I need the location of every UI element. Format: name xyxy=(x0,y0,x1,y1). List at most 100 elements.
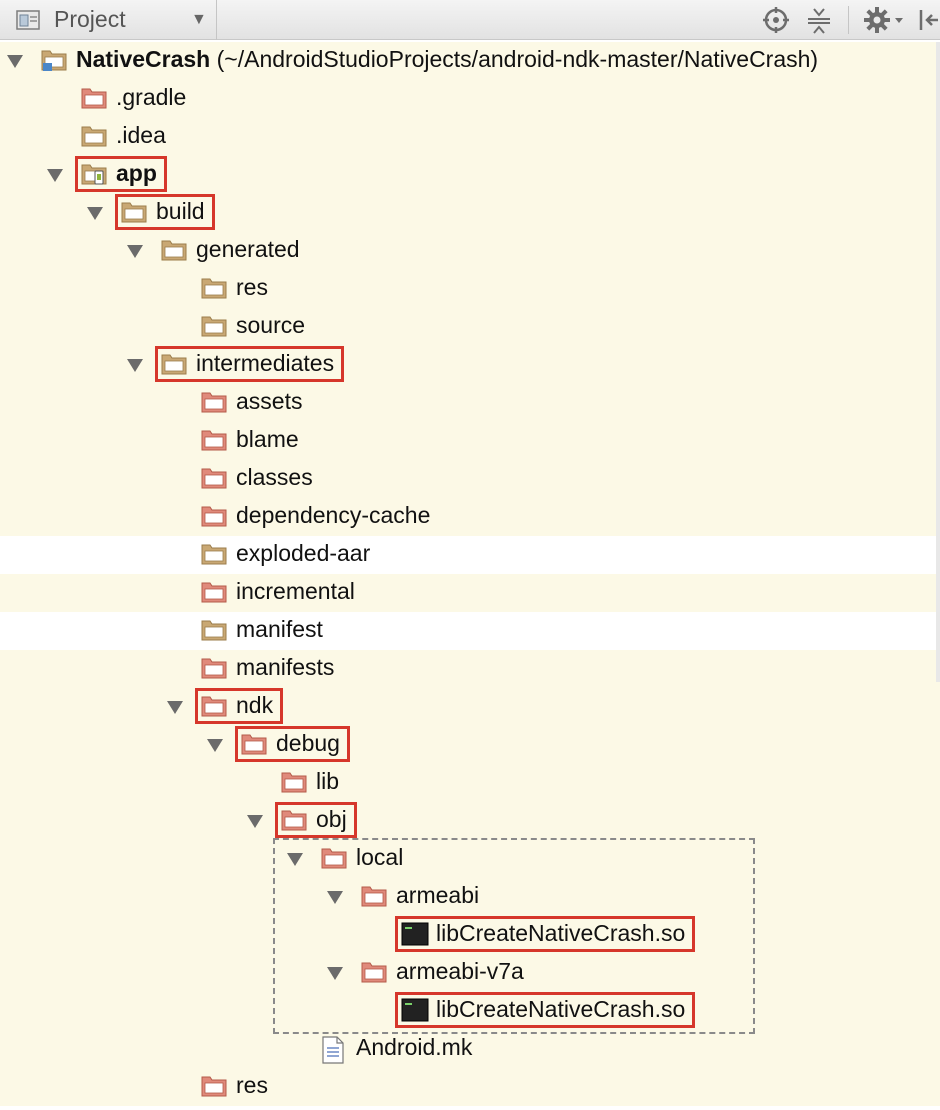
tree-item-label[interactable]: NativeCrash (~/AndroidStudioProjects/and… xyxy=(76,46,818,73)
excluded-folder-icon xyxy=(201,1074,227,1098)
dropdown-arrow-icon[interactable]: ▼ xyxy=(191,11,207,28)
scrollbar[interactable] xyxy=(936,42,940,682)
tree-row[interactable]: res xyxy=(0,270,940,308)
tree-item-label[interactable]: build xyxy=(156,198,205,225)
tree-row[interactable]: libCreateNativeCrash.so xyxy=(0,992,940,1030)
tree-row[interactable]: manifest xyxy=(0,612,940,650)
folder-icon xyxy=(201,276,227,300)
tree-row[interactable]: app xyxy=(0,156,940,194)
project-icon[interactable] xyxy=(16,8,44,37)
tree-item-label[interactable]: dependency-cache xyxy=(236,502,430,529)
tree-row[interactable]: .gradle xyxy=(0,80,940,118)
tree-item-label[interactable]: Android.mk xyxy=(356,1034,472,1061)
tree-item-label[interactable]: manifests xyxy=(236,654,334,681)
folder-icon xyxy=(201,314,227,338)
hide-panel-icon[interactable] xyxy=(918,6,938,39)
tree-item-label[interactable]: app xyxy=(116,160,157,187)
tree-item-name: intermediates xyxy=(196,350,335,376)
tree-item-name: generated xyxy=(196,236,300,262)
tree-item-label[interactable]: blame xyxy=(236,426,299,453)
tree-row[interactable]: NativeCrash (~/AndroidStudioProjects/and… xyxy=(0,42,940,80)
tree-item-label[interactable]: obj xyxy=(316,806,347,833)
collapse-all-icon[interactable] xyxy=(805,6,833,39)
tree-item-label[interactable]: res xyxy=(236,274,268,301)
expanded-arrow-icon[interactable] xyxy=(167,701,183,714)
expanded-arrow-icon[interactable] xyxy=(127,245,143,258)
tree-item-name: manifests xyxy=(236,654,335,680)
tree-row[interactable]: manifests xyxy=(0,650,940,688)
excluded-folder-icon xyxy=(201,466,227,490)
gear-icon[interactable] xyxy=(864,6,906,39)
tree-item-label[interactable]: incremental xyxy=(236,578,355,605)
tree-row[interactable]: res xyxy=(0,1068,940,1106)
highlight-box xyxy=(395,992,696,1028)
tree-item-name: app xyxy=(116,160,157,186)
tree-row[interactable]: source xyxy=(0,308,940,346)
tree-item-label[interactable]: local xyxy=(356,844,403,871)
tree-item-name: incremental xyxy=(236,578,355,604)
tree-row[interactable]: classes xyxy=(0,460,940,498)
expanded-arrow-icon[interactable] xyxy=(127,359,143,372)
tree-item-name: assets xyxy=(236,388,303,414)
tree-row[interactable]: .idea xyxy=(0,118,940,156)
tree-item-name: .gradle xyxy=(116,84,187,110)
tree-row[interactable]: assets xyxy=(0,384,940,422)
tree-row[interactable]: lib xyxy=(0,764,940,802)
tree-item-label[interactable]: manifest xyxy=(236,616,323,643)
tree-row[interactable]: local xyxy=(0,840,940,878)
folder-icon xyxy=(201,618,227,642)
tree-item-name: Android.mk xyxy=(356,1034,473,1060)
project-path: (~/AndroidStudioProjects/android-ndk-mas… xyxy=(210,46,819,72)
excluded-folder-icon xyxy=(81,86,107,110)
tree-item-label[interactable]: intermediates xyxy=(196,350,334,377)
tree-item-label[interactable]: ndk xyxy=(236,692,273,719)
tree-row[interactable]: armeabi xyxy=(0,878,940,916)
folder-icon xyxy=(201,542,227,566)
tree-item-label[interactable]: armeabi-v7a xyxy=(396,958,524,985)
tree-item-name: res xyxy=(236,1072,268,1098)
expanded-arrow-icon[interactable] xyxy=(47,169,63,182)
tree-item-label[interactable]: .gradle xyxy=(116,84,186,111)
highlight-box xyxy=(395,916,696,952)
tree-row[interactable]: build xyxy=(0,194,940,232)
tree-item-label[interactable]: exploded-aar xyxy=(236,540,370,567)
tree-row[interactable]: obj xyxy=(0,802,940,840)
tree-item-label[interactable]: assets xyxy=(236,388,302,415)
expanded-arrow-icon[interactable] xyxy=(87,207,103,220)
expanded-arrow-icon[interactable] xyxy=(207,739,223,752)
tree-item-label[interactable]: libCreateNativeCrash.so xyxy=(436,920,685,947)
tree-row[interactable]: Android.mk xyxy=(0,1030,940,1068)
tree-item-name: manifest xyxy=(236,616,323,642)
tree-item-name: lib xyxy=(316,768,340,794)
tree-item-label[interactable]: armeabi xyxy=(396,882,479,909)
expanded-arrow-icon[interactable] xyxy=(327,891,343,904)
tree-row[interactable]: blame xyxy=(0,422,940,460)
excluded-folder-icon xyxy=(201,694,227,718)
expanded-arrow-icon[interactable] xyxy=(287,853,303,866)
expanded-arrow-icon[interactable] xyxy=(7,55,23,68)
tree-item-label[interactable]: .idea xyxy=(116,122,166,149)
tree-item-label[interactable]: source xyxy=(236,312,305,339)
tree-item-label[interactable]: generated xyxy=(196,236,300,263)
tree-row[interactable]: generated xyxy=(0,232,940,270)
tree-row[interactable]: ndk xyxy=(0,688,940,726)
tree-item-name: local xyxy=(356,844,404,870)
tree-row[interactable]: exploded-aar xyxy=(0,536,940,574)
tree-row[interactable]: armeabi-v7a xyxy=(0,954,940,992)
tree-row[interactable]: debug xyxy=(0,726,940,764)
view-selector-label[interactable]: Project xyxy=(54,6,126,32)
highlight-box xyxy=(235,726,350,762)
tree-row[interactable]: dependency-cache xyxy=(0,498,940,536)
tree-item-label[interactable]: classes xyxy=(236,464,313,491)
expanded-arrow-icon[interactable] xyxy=(327,967,343,980)
tree-item-label[interactable]: libCreateNativeCrash.so xyxy=(436,996,685,1023)
locate-icon[interactable] xyxy=(762,6,790,39)
tree-row[interactable]: libCreateNativeCrash.so xyxy=(0,916,940,954)
tree-row[interactable]: intermediates xyxy=(0,346,940,384)
tree-item-label[interactable]: res xyxy=(236,1072,268,1099)
folder-icon xyxy=(161,238,187,262)
expanded-arrow-icon[interactable] xyxy=(247,815,263,828)
tree-row[interactable]: incremental xyxy=(0,574,940,612)
tree-item-label[interactable]: debug xyxy=(276,730,340,757)
tree-item-label[interactable]: lib xyxy=(316,768,339,795)
